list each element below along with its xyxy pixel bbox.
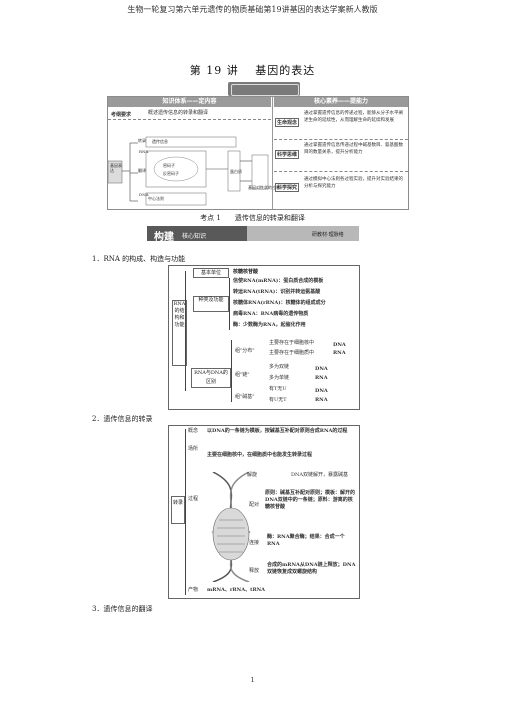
product-label: 产物: [188, 587, 199, 593]
transcription-trunk: [185, 429, 186, 595]
map-root-box: [108, 160, 123, 184]
rna-type-4: 病毒RNA：RNA病毒的遗传物质: [233, 311, 309, 317]
transcription-diagram: 转录 概念 以DNA的一条链为模板，按碱基互补配对原则合成RNA的过程 场所 主…: [168, 425, 360, 599]
diff-2-r2: RNA: [315, 375, 328, 381]
core-row-3: 科学探究 通过模拟中心法则各过程实验，提升对实验结果的分析与探究能力: [274, 173, 408, 207]
step-4-text: 合成的mRNA从DNA链上释放；DNA双链恢复成双螺旋结构: [267, 562, 356, 575]
page-title: 第 19 讲 基因的表达: [189, 64, 316, 77]
rna-trunk: [185, 271, 186, 391]
section-banner-frame: [231, 84, 299, 96]
product-text: mRNA、rRNA、tRNA: [207, 587, 266, 593]
section-1-heading: 1．RNA 的构成、构造与功能: [92, 255, 186, 263]
rna-root: RNA的结构和功能: [172, 300, 187, 366]
diff-1-r2: RNA: [333, 350, 346, 356]
rna-diagram: RNA的结构和功能 基本单位 核糖核苷酸 种类及功能 信使RNA(mRNA)：蛋…: [168, 265, 360, 410]
requirement-label: 考纲要求: [111, 112, 132, 118]
core-row-1: 生命观念 通过掌握遗传信息的传递过程，能够从分子水平阐述生命的延续性，从而理解生…: [274, 109, 408, 140]
step-4-key: 释放: [249, 568, 260, 574]
core-text-1: 通过掌握遗传信息的传递过程，能够从分子水平阐述生命的延续性，从而理解生命的延续和…: [304, 111, 403, 123]
diff-2-b: 多为单链: [269, 375, 290, 381]
diff-1-r1: DNA: [333, 342, 346, 348]
core-label-3: 科学探究: [275, 183, 300, 192]
step-2-text: 原则：碱基互补配对原则；模板：解开的DNA双链中的一条链；原料：游离的核糖核苷酸: [265, 490, 356, 510]
transcription-root: 转录: [171, 496, 185, 524]
map-box-1: [145, 136, 237, 148]
core-text-2: 通过掌握遗传信息传递过程中碱基数目、氨基酸数目的数量关系，提升分析能力: [304, 143, 403, 155]
map-box-4: [251, 154, 269, 190]
map-box-2: [145, 150, 207, 188]
step-3-text: 酶：RNA聚合酶；结果：合成一个RNA: [267, 534, 345, 547]
map-node-4: 密码子: [163, 163, 175, 168]
requirement-row: 考纲要求 概述遗传信息的转录和翻译: [108, 109, 271, 120]
diff-3-r1: DNA: [315, 388, 328, 394]
concept-text: 以DNA的一条链为模板，按碱基互补配对原则合成RNA的过程: [207, 428, 348, 434]
knowledge-table: 知识体系——定内容 核心素养——提能力 考纲要求 概述遗传信息的转录和翻译 基因…: [107, 96, 409, 210]
step-3-key: 连接: [249, 540, 260, 546]
diff-2-r1: DNA: [315, 366, 328, 372]
map-node-5: 反密码子: [163, 171, 179, 176]
rna-types-label: 种类及功能: [193, 296, 229, 312]
map-node-3: 遗传信息: [152, 139, 168, 144]
place-label: 场所: [188, 446, 199, 452]
requirement-text: 概述遗传信息的转录和翻译: [148, 110, 209, 116]
page-header: 生物一轮复习第六单元遗传的物质基础第19讲基因的表达学案新人教版: [127, 5, 378, 14]
diff-3-a: 有T无U: [269, 386, 287, 392]
rna-polymerase-shape: [212, 507, 250, 561]
rna-type-2: 转运RNA(tRNA)：识别并转运氨基酸: [233, 289, 321, 295]
table-divider: [272, 97, 273, 209]
diff-2-key: 组"链": [235, 372, 250, 378]
section-3-heading: 3．遗传信息的翻译: [92, 605, 153, 613]
concept-label: 概念: [188, 428, 199, 434]
step-1-key: 解旋: [247, 472, 258, 478]
dna-helix-figure: [211, 472, 251, 582]
map-node-0: 基因表达: [110, 163, 122, 173]
core-row-2: 科学思维 通过掌握遗传信息传递过程中碱基数目、氨基酸数目的数量关系，提升分析能力: [274, 141, 408, 172]
rna-diff-label: RNA与DNA的区别: [191, 368, 231, 388]
step-2-key: 配对: [249, 502, 260, 508]
map-ellipse: [153, 156, 199, 182]
diff-3-key: 组"碱基": [235, 394, 255, 400]
map-box-5: [145, 192, 207, 206]
goujian-right: 研教材·理脉络: [312, 232, 344, 238]
kaodian-title: 考点 1 遗传信息的转录和翻译: [200, 214, 305, 222]
goujian-dark: [147, 226, 247, 241]
map-node-10: 基因对性状的控制: [248, 185, 280, 190]
col-head-core: 核心素养——提能力: [274, 97, 408, 107]
core-label-2: 科学思维: [275, 150, 300, 159]
diff-3-b: 有U无T: [269, 397, 287, 403]
map-box-3: [227, 150, 241, 192]
section-2-heading: 2．遗传信息的转录: [92, 415, 153, 423]
knowledge-map: [108, 136, 269, 206]
map-node-7: DNA: [139, 192, 149, 197]
map-node-6: RNA: [139, 149, 149, 154]
step-1-text: DNA双链解开，暴露碱基: [291, 472, 348, 478]
rna-diff-bracket: [231, 340, 232, 402]
diff-1-key: 组"分布": [235, 348, 255, 354]
goujian-sub: 核心知识: [182, 233, 207, 240]
map-node-2: 翻译: [138, 168, 146, 173]
col-head-knowledge: 知识体系——定内容: [108, 97, 271, 107]
diff-3-r2: RNA: [315, 397, 328, 403]
goujian-main: 构建: [154, 232, 174, 243]
map-node-8: 蛋白质: [230, 169, 242, 174]
page-number: 1: [250, 677, 255, 684]
section-banner: [228, 82, 300, 96]
core-text-3: 通过模拟中心法则各过程实验，提升对实验结果的分析与探究能力: [304, 177, 403, 189]
process-label: 过程: [188, 496, 199, 502]
map-node-9: 中心法则: [148, 196, 164, 201]
diff-1-b: 主要存在于细胞质中: [269, 350, 315, 356]
place-text: 主要在细胞核中，在细胞质中也能发生转录过程: [207, 452, 313, 458]
core-label-1: 生命观念: [275, 118, 300, 127]
map-node-1: 转录: [138, 138, 146, 143]
rna-types-bracket: [229, 278, 230, 330]
rna-unit: 核糖核苷酸: [233, 269, 259, 275]
diff-2-a: 多为双链: [269, 364, 290, 370]
rna-unit-label: 基本单位: [193, 268, 229, 278]
rna-type-5: 酶：少数酶为RNA，起催化作用: [233, 322, 306, 328]
rna-type-1: 信使RNA(mRNA)：蛋白质合成的模板: [233, 278, 324, 284]
rna-type-3: 核糖体RNA(rRNA)：核糖体的组成成分: [233, 300, 326, 306]
diff-1-a: 主要存在于细胞核中: [269, 340, 315, 346]
